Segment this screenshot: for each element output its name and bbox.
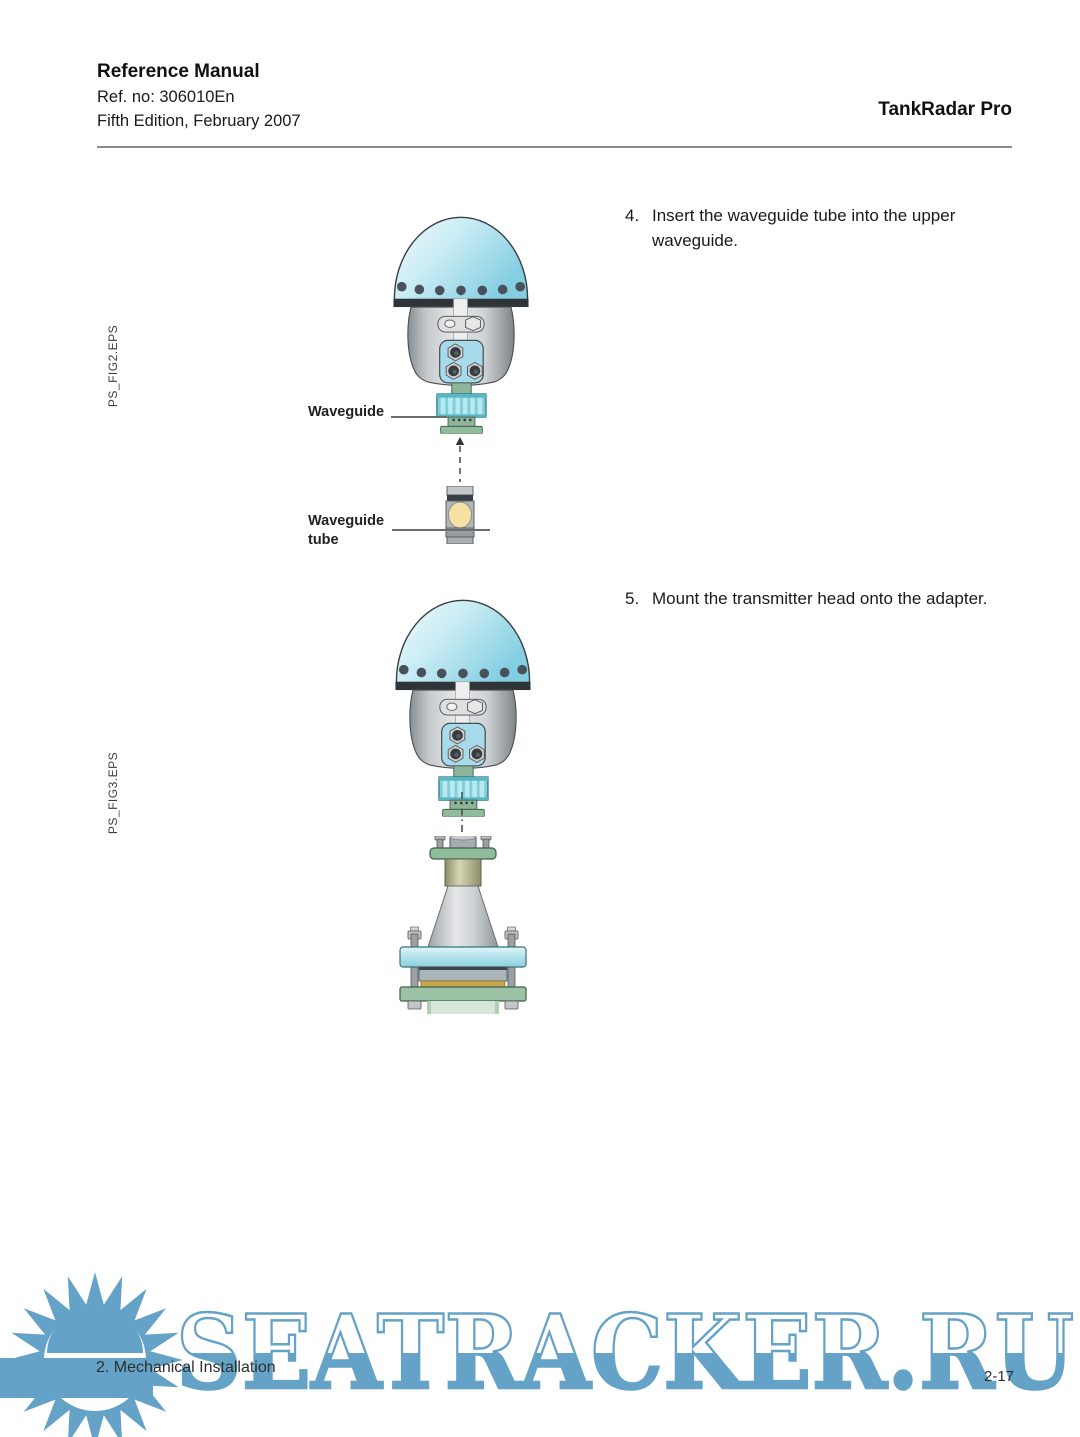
step-5: 5. Mount the transmitter head onto the a… — [625, 586, 1052, 611]
header-block: Reference Manual Ref. no: 306010En Fifth… — [97, 58, 301, 133]
reference-number: Ref. no: 306010En — [97, 88, 235, 106]
footer-page-number: 2-17 — [984, 1368, 1015, 1385]
product-title: TankRadar Pro — [878, 99, 1012, 120]
step-4: 4. Insert the waveguide tube into the up… — [625, 203, 984, 253]
step-5-text: Mount the transmitter head onto the adap… — [652, 589, 988, 608]
step-4-text: Insert the waveguide tube into the upper… — [652, 206, 956, 250]
sun-icon — [0, 1272, 183, 1437]
insert-direction-arrow — [455, 437, 465, 482]
waveguide-label: Waveguide — [308, 404, 385, 420]
waveguide-tube-label: Waveguide tube — [308, 513, 385, 548]
waveguide-tube-leader-line — [392, 529, 490, 531]
waveguide-tube-figure — [443, 486, 477, 544]
figure-2-caption: PS_FIG3.EPS — [106, 751, 120, 835]
figure-1-caption: PS_FIG2.EPS — [106, 324, 120, 408]
step-5-number: 5. — [625, 589, 640, 608]
step-4-number: 4. — [625, 206, 640, 225]
adapter-figure — [398, 836, 528, 1014]
watermark-text-glyphs: SEATRACKER.RU — [176, 1298, 1074, 1410]
manual-title: Reference Manual — [97, 61, 260, 82]
waveguide-leader-line — [391, 416, 447, 418]
header-rule — [97, 146, 1012, 148]
transmitter-head-figure-2 — [389, 589, 537, 817]
edition-line: Fifth Edition, February 2007 — [97, 112, 301, 130]
footer-section-title: 2. Mechanical Installation — [96, 1359, 276, 1376]
watermark-text: SEATRACKER.RU — [175, 1298, 1076, 1410]
transmitter-head-figure-1 — [387, 206, 535, 434]
mounting-centerline — [461, 792, 463, 834]
